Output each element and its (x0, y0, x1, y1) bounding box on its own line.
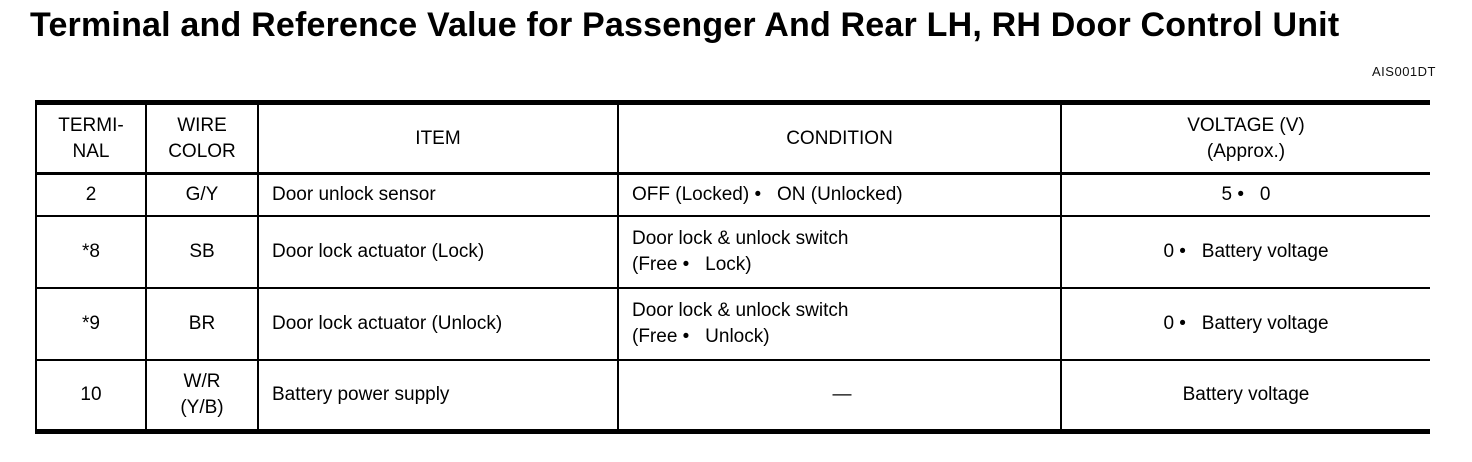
cell-voltage: 5 • 0 (1060, 175, 1430, 215)
cell-wire-color: W/R (Y/B) (145, 361, 257, 429)
cell-item: Door lock actuator (Lock) (257, 217, 617, 287)
column-header-condition: CONDITION (617, 105, 1060, 172)
cell-terminal: 10 (35, 361, 145, 429)
table-row: 10 W/R (Y/B) Battery power supply — Batt… (35, 361, 1430, 429)
cell-voltage: 0 • Battery voltage (1060, 289, 1430, 359)
column-header-wire-color: WIRE COLOR (145, 105, 257, 172)
cell-condition: Door lock & unlock switch (Free • Lock) (617, 217, 1060, 287)
cell-wire-color: BR (145, 289, 257, 359)
table-row: *9 BR Door lock actuator (Unlock) Door l… (35, 289, 1430, 361)
cell-item: Battery power supply (257, 361, 617, 429)
cell-wire-color: G/Y (145, 175, 257, 215)
cell-terminal: *9 (35, 289, 145, 359)
column-header-terminal: TERMI- NAL (35, 105, 145, 172)
cell-terminal: *8 (35, 217, 145, 287)
page-title: Terminal and Reference Value for Passeng… (30, 6, 1340, 44)
cell-condition: — (617, 361, 1060, 429)
column-header-item: ITEM (257, 105, 617, 172)
table-header-row: TERMI- NAL WIRE COLOR ITEM CONDITION VOL… (35, 105, 1430, 175)
cell-terminal: 2 (35, 175, 145, 215)
terminal-reference-table: TERMI- NAL WIRE COLOR ITEM CONDITION VOL… (35, 100, 1430, 434)
table-row: *8 SB Door lock actuator (Lock) Door loc… (35, 217, 1430, 289)
figure-code: AIS001DT (1372, 64, 1436, 79)
cell-condition: Door lock & unlock switch (Free • Unlock… (617, 289, 1060, 359)
cell-condition: OFF (Locked) • ON (Unlocked) (617, 175, 1060, 215)
table-row: 2 G/Y Door unlock sensor OFF (Locked) • … (35, 175, 1430, 217)
column-header-voltage: VOLTAGE (V) (Approx.) (1060, 105, 1430, 172)
cell-voltage: 0 • Battery voltage (1060, 217, 1430, 287)
cell-item: Door lock actuator (Unlock) (257, 289, 617, 359)
cell-wire-color: SB (145, 217, 257, 287)
cell-voltage: Battery voltage (1060, 361, 1430, 429)
cell-item: Door unlock sensor (257, 175, 617, 215)
